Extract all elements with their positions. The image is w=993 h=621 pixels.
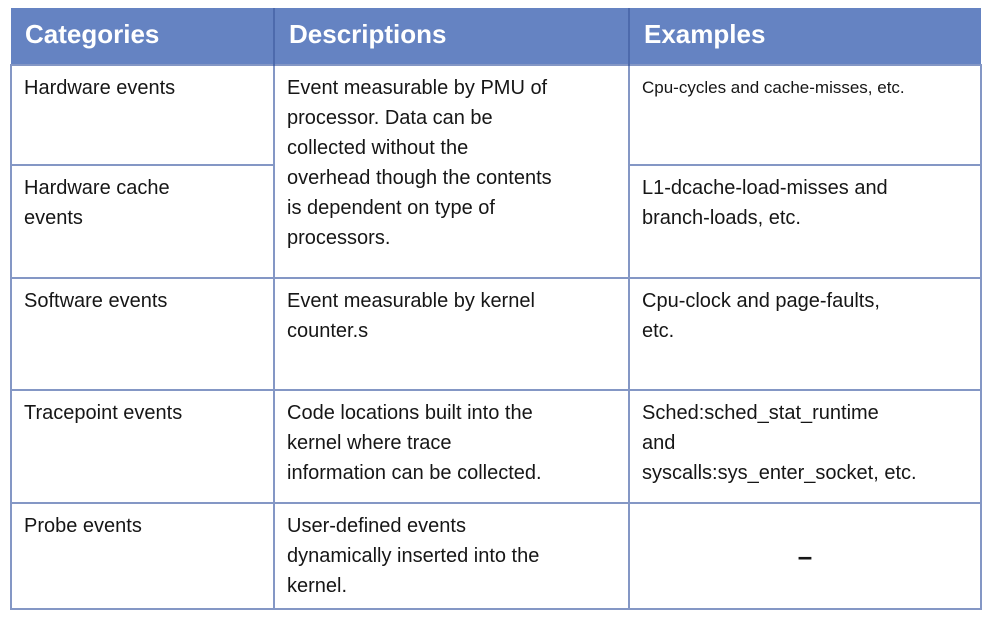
cell-category-probe-events: Probe events	[10, 502, 275, 610]
cell-example-probe-events-dash: –	[628, 502, 982, 610]
column-header-descriptions: Descriptions	[274, 8, 630, 65]
cell-example-software-events: Cpu-clock and page-faults, etc.	[628, 277, 982, 391]
column-header-examples: Examples	[629, 8, 981, 65]
cell-description-hardware-merged: Event measurable by PMU of processor. Da…	[273, 64, 630, 279]
header-row: Categories Descriptions Examples	[11, 8, 981, 65]
table-row-probe-events: Probe events User-defined events dynamic…	[10, 502, 982, 610]
cell-example-hardware-cache-events: L1-dcache-load-misses and branch-loads, …	[628, 164, 982, 279]
table-row-hardware-events: Hardware events Event measurable by PMU …	[10, 64, 982, 279]
cell-example-tracepoint-events: Sched:sched_stat_runtime and syscalls:sy…	[628, 389, 982, 504]
events-table: Categories Descriptions Examples Hardwar…	[10, 8, 982, 610]
cell-category-hardware-events: Hardware events	[10, 64, 275, 166]
column-header-categories: Categories	[11, 8, 275, 65]
cell-description-software-events: Event measurable by kernel counter.s	[273, 277, 630, 391]
cell-category-hardware-cache-events: Hardware cache events	[10, 164, 275, 279]
cell-example-hardware-events: Cpu-cycles and cache-misses, etc.	[628, 64, 982, 166]
table-row-tracepoint-events: Tracepoint events Code locations built i…	[10, 389, 982, 504]
cell-description-probe-events: User-defined events dynamically inserted…	[273, 502, 630, 610]
cell-description-tracepoint-events: Code locations built into the kernel whe…	[273, 389, 630, 504]
cell-category-tracepoint-events: Tracepoint events	[10, 389, 275, 504]
cell-category-software-events: Software events	[10, 277, 275, 391]
table-row-hardware-cache-events: Hardware cache events L1-dcache-load-mis…	[10, 164, 982, 279]
table-row-software-events: Software events Event measurable by kern…	[10, 277, 982, 391]
